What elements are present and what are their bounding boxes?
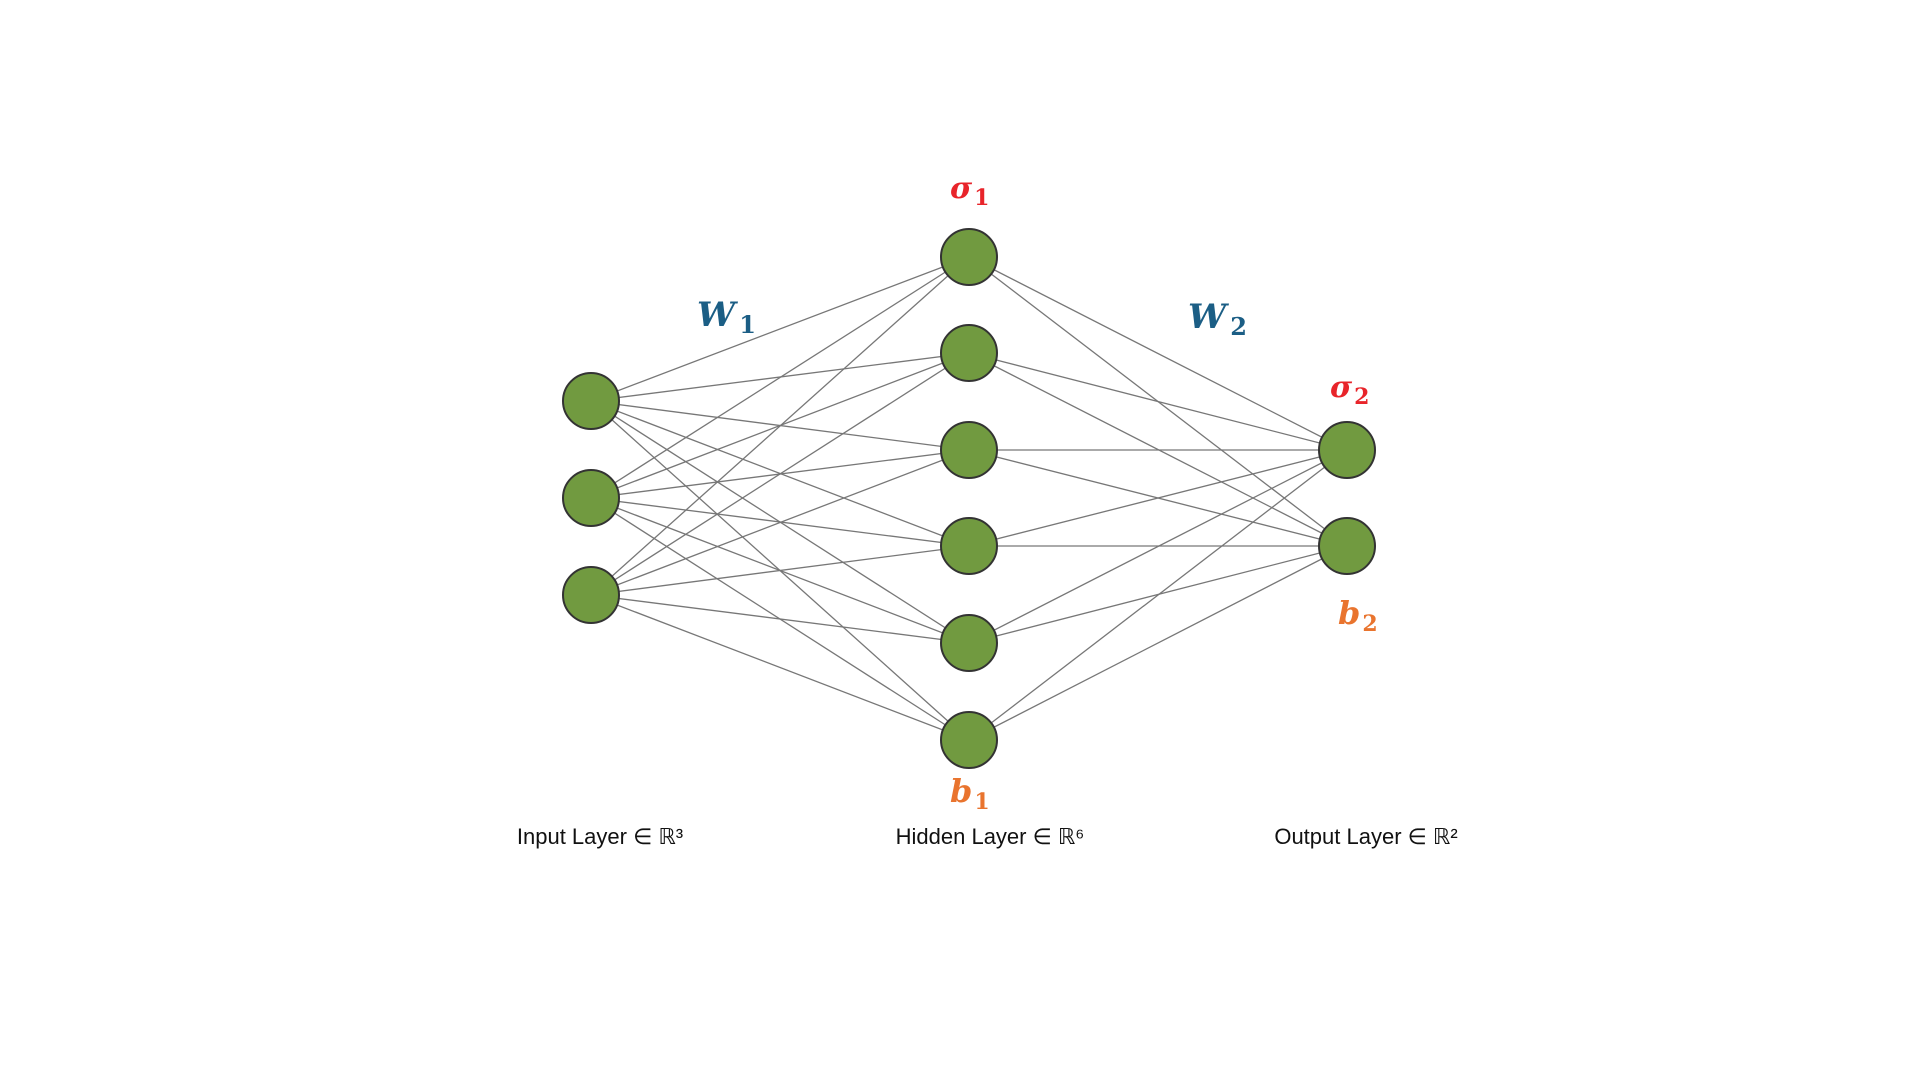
activation-label-sigma2: σ2 [1330, 370, 1369, 410]
input-node-1 [562, 372, 620, 430]
activation-label-sigma1: σ1 [950, 171, 989, 211]
output-layer-label: Output Layer ∈ ℝ² [1274, 824, 1457, 849]
edge-input-1-hidden-1 [590, 256, 970, 402]
weight-symbol-w2: W [1188, 297, 1229, 337]
edge-hidden-5-output-1 [968, 449, 1348, 644]
bias-label-b1: b1 [950, 772, 990, 815]
input-node-2 [562, 469, 620, 527]
edge-input-3-hidden-6 [590, 594, 970, 741]
edge-input-3-hidden-4 [590, 545, 970, 596]
bias-label-b2: b2 [1338, 594, 1378, 637]
hidden-node-3 [940, 421, 998, 479]
output-layer-nodes [1318, 421, 1376, 575]
activation-symbol-sigma2: σ [1330, 370, 1353, 405]
input-layer-nodes [562, 372, 620, 624]
edges-hidden-to-output [968, 256, 1348, 741]
edge-hidden-6-output-1 [968, 449, 1348, 741]
hidden-node-4 [940, 517, 998, 575]
activation-subscript-sigma1: 1 [974, 185, 989, 211]
activation-symbol-sigma1: σ [950, 171, 973, 206]
edge-hidden-1-output-1 [968, 256, 1348, 451]
hidden-node-5 [940, 614, 998, 672]
weight-subscript-w2: 2 [1230, 312, 1247, 341]
hidden-node-6 [940, 711, 998, 769]
edge-input-3-hidden-3 [590, 449, 970, 596]
bias-symbol-b2: b [1338, 594, 1360, 632]
input-node-3 [562, 566, 620, 624]
edge-input-3-hidden-2 [590, 352, 970, 596]
output-node-2 [1318, 517, 1376, 575]
hidden-node-1 [940, 228, 998, 286]
hidden-layer-nodes [940, 228, 998, 769]
edge-input-2-hidden-1 [590, 256, 970, 499]
bias-subscript-b2: 2 [1362, 611, 1377, 637]
edge-hidden-6-output-2 [968, 545, 1348, 741]
hidden-node-2 [940, 324, 998, 382]
edge-input-3-hidden-1 [590, 256, 970, 596]
hidden-layer-label: Hidden Layer ∈ ℝ⁶ [896, 824, 1085, 849]
edge-hidden-2-output-1 [968, 352, 1348, 451]
activation-subscript-sigma2: 2 [1354, 384, 1369, 410]
edges-input-to-hidden [590, 256, 970, 741]
output-node-1 [1318, 421, 1376, 479]
input-layer-label: Input Layer ∈ ℝ³ [517, 824, 683, 849]
bias-symbol-b1: b [950, 772, 972, 810]
bias-subscript-b1: 1 [974, 789, 989, 815]
edge-hidden-4-output-1 [968, 449, 1348, 547]
weight-symbol-w1: W [697, 295, 738, 335]
edge-input-3-hidden-5 [590, 594, 970, 644]
weight-subscript-w1: 1 [739, 310, 756, 339]
